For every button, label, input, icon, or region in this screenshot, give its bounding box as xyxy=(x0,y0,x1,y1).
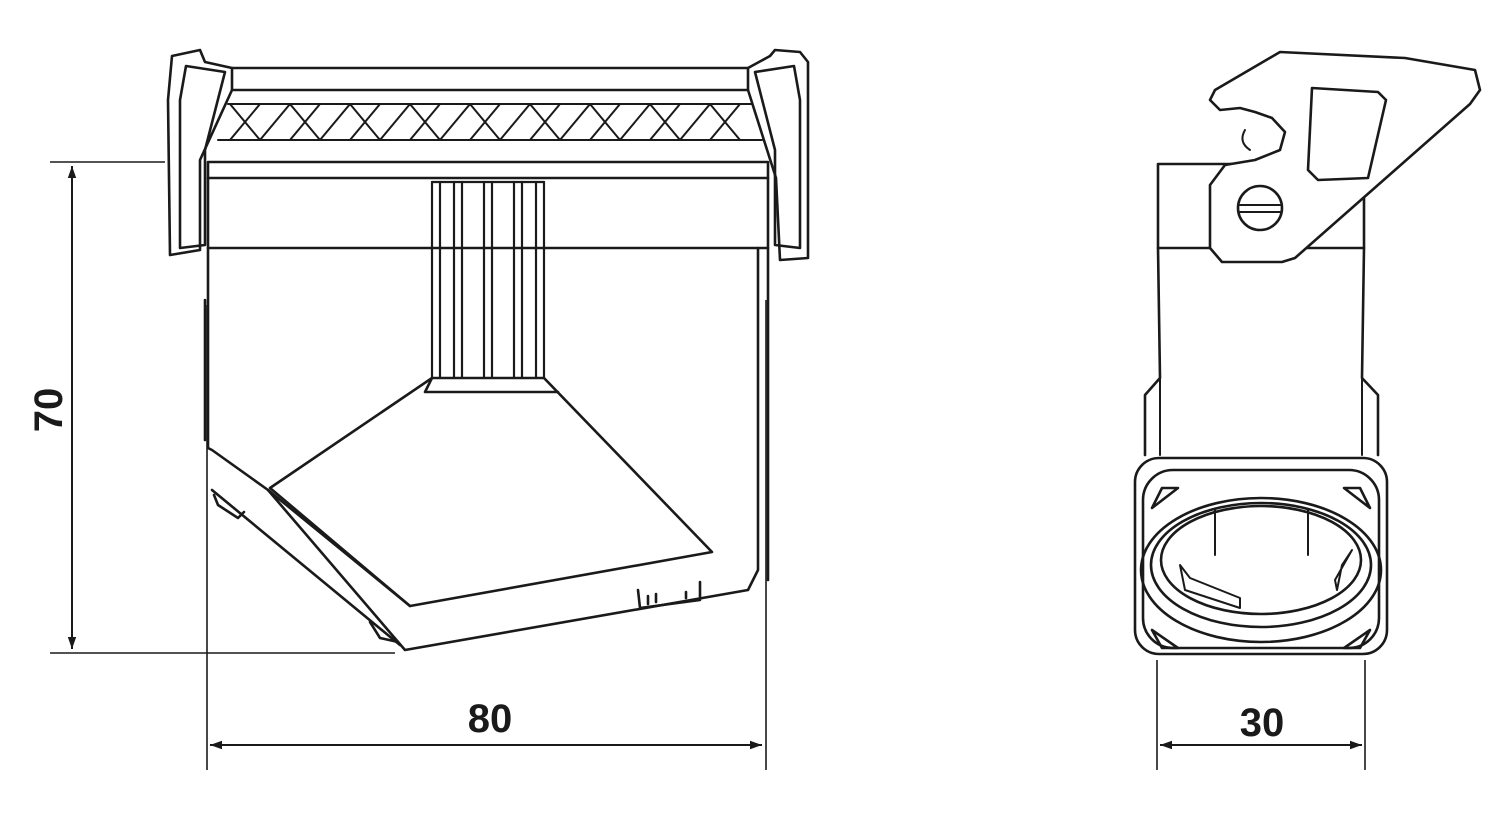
side-neck xyxy=(1143,246,1380,457)
housing-ribs xyxy=(430,180,546,380)
cable-gland xyxy=(1133,456,1389,656)
side-dimensions xyxy=(1156,660,1366,770)
front-view xyxy=(166,48,810,652)
dimension-width-side: 30 xyxy=(1240,701,1285,745)
front-dimensions xyxy=(50,161,767,770)
dimension-height: 70 xyxy=(27,388,71,433)
lever-lattice xyxy=(217,103,763,141)
locking-lever xyxy=(166,48,810,262)
side-view xyxy=(1133,50,1482,656)
housing-cap xyxy=(206,160,770,250)
side-lever xyxy=(1208,50,1482,264)
dimension-width-front: 80 xyxy=(468,697,513,741)
housing-body xyxy=(203,246,770,652)
